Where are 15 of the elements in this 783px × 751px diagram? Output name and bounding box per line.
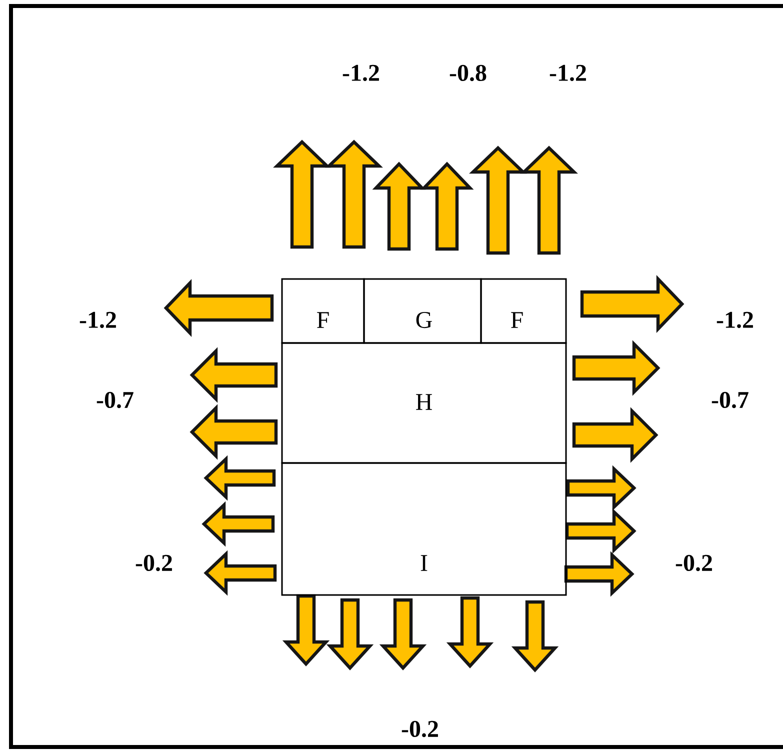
zone-box: F	[281, 278, 365, 344]
coefficient-label: -1.2	[80, 312, 116, 328]
zone-box: G	[363, 278, 482, 344]
coefficient-label: -1.2	[342, 64, 379, 82]
coefficient-label: -0.2	[136, 554, 172, 572]
zone-box: F	[480, 278, 567, 344]
coefficient-label: -1.2	[716, 312, 753, 328]
coefficient-label: -0.7	[96, 392, 134, 408]
coefficient-label: -0.2	[402, 720, 438, 738]
coefficient-label: -0.2	[676, 554, 712, 572]
coefficient-label: -1.2	[550, 64, 586, 82]
coefficient-label: -0.7	[712, 392, 748, 408]
coefficient-label: -0.8	[450, 64, 486, 82]
zone-box: I	[281, 462, 567, 596]
zone-box: H	[281, 342, 567, 464]
